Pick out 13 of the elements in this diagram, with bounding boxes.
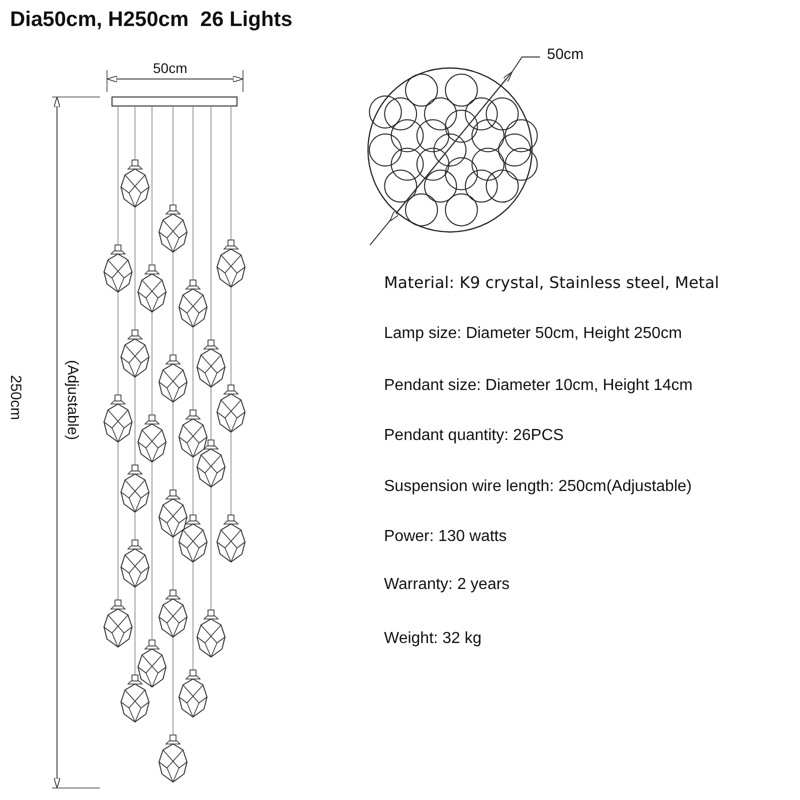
dimension-label: (Adjustable) (64, 360, 81, 440)
dimension-label: 50cm (547, 46, 584, 63)
title: Dia50cm, H250cm 26 Lights (10, 8, 292, 32)
spec-text: Pendant quantity: 26PCS (384, 427, 564, 445)
dimension-label: 250cm (7, 375, 24, 420)
dimension-label: 50cm (153, 60, 188, 76)
spec-text: Pendant size: Diameter 10cm, Height 14cm (384, 377, 693, 395)
spec-text: Material: K9 crystal, Stainless steel, Metal (384, 273, 720, 292)
spec-text: Warranty: 2 years (384, 576, 510, 594)
spec-text: Suspension wire length: 250cm(Adjustable) (384, 478, 692, 496)
spec-text: Weight: 32 kg (384, 630, 482, 648)
spec-text: Lamp size: Diameter 50cm, Height 250cm (384, 325, 682, 343)
spec-text: Power: 130 watts (384, 528, 507, 546)
